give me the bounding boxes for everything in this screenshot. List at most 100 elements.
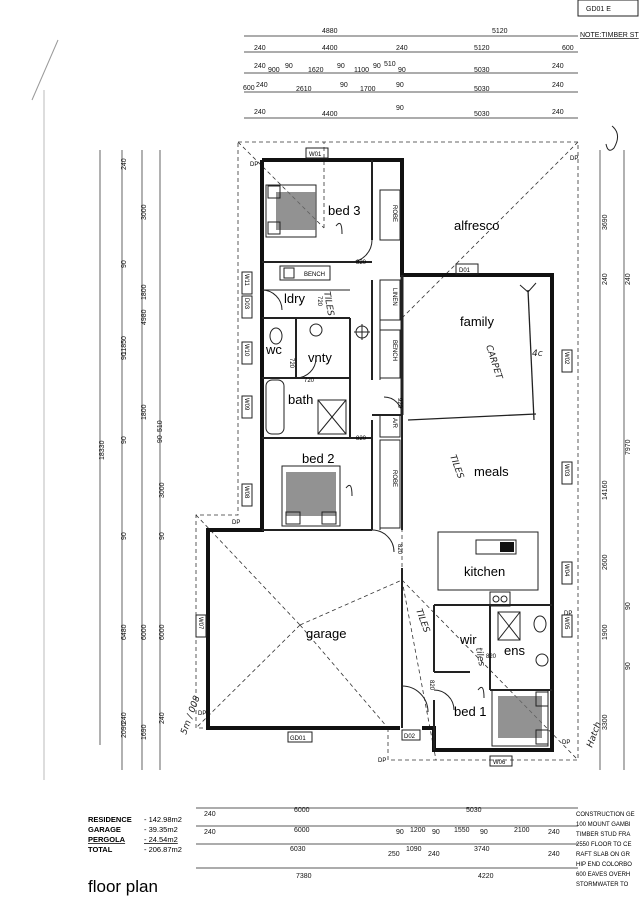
- window-gd01: GD01: [290, 736, 306, 742]
- dim-right-7: 240: [602, 273, 609, 285]
- roof-outline: [195, 141, 579, 761]
- area-value-total: - 206.87m2: [144, 845, 182, 854]
- opening-widths: 820 720 720 720 920 820 820 820 820: [288, 260, 497, 691]
- area-schedule: RESIDENCE - 142.98m2 GARAGE - 39.35m2 PE…: [88, 815, 182, 854]
- bed-2-furniture: [281, 465, 341, 527]
- note-2: 100 MOUNT GAMBI: [576, 822, 631, 828]
- dim-bot-2d: 1200: [410, 827, 426, 834]
- bathtub: [265, 379, 285, 435]
- dim-bot-2g: 90: [480, 829, 488, 836]
- dim-left-edge-1: 240: [121, 158, 128, 170]
- robe-box-1: [379, 189, 401, 241]
- ens-cooktop: [489, 591, 511, 607]
- dim-top-3f: 1100: [354, 67, 369, 74]
- dim-left-in-7: 90: [159, 532, 166, 540]
- window-w02: W02: [563, 352, 569, 365]
- ens-shower: [497, 611, 521, 641]
- dim-top-4d: 90: [340, 82, 348, 89]
- area-value-garage: - 39.35m2: [144, 825, 178, 834]
- dim-top-4a: 600: [243, 85, 255, 92]
- construction-notes: CONSTRUCTION GE 100 MOUNT GAMBI TIMBER S…: [576, 812, 635, 888]
- dim-left-in-4: 90: [157, 435, 164, 443]
- dim-top-1b: 5120: [492, 28, 508, 35]
- opening-5: 920: [396, 398, 402, 409]
- room-meals: meals: [474, 464, 509, 479]
- note-1: CONSTRUCTION GE: [576, 812, 635, 818]
- bench-box: [379, 329, 401, 379]
- note-tiles-meals: TILES: [447, 454, 465, 481]
- note-8: STORMWATER TO: [576, 882, 629, 888]
- area-value-pergola: - 24.54m2: [144, 835, 178, 844]
- dp-6: DP: [562, 740, 570, 746]
- dim-top-4f: 90: [396, 82, 404, 89]
- ens-basin: [535, 653, 549, 667]
- dim-top-5b: 4400: [322, 111, 338, 118]
- dim-left-mid-3: 1690: [141, 724, 148, 740]
- dim-left-in-2: 1800: [141, 284, 148, 300]
- label-linen: LINEN: [391, 288, 397, 306]
- dim-left-edge-2: 90: [121, 260, 128, 268]
- dim-top-5e: 240: [552, 109, 564, 116]
- dp-5: DP: [378, 758, 386, 764]
- window-w10: W10: [243, 344, 249, 357]
- kitchen-bench: [437, 531, 539, 591]
- dim-left-in-3: 1800: [141, 404, 148, 420]
- window-w07: W07: [197, 617, 203, 630]
- shower: [317, 399, 347, 435]
- laundry-bench: [279, 265, 331, 281]
- dim-top-5a: 240: [254, 109, 266, 116]
- room-bed1: bed 1: [454, 704, 487, 719]
- dim-left-edge-5: 90: [121, 532, 128, 540]
- dim-bot-3e: 3740: [474, 846, 490, 853]
- dim-left-outer-1: 11850: [121, 336, 128, 355]
- drawing-title: floor plan: [88, 877, 158, 896]
- dim-top-3d: 1620: [308, 67, 324, 74]
- note-tiles-wir: tiles: [473, 647, 486, 668]
- dim-right-9: 90: [625, 602, 632, 610]
- room-labels: bed 3 alfresco ldry family wc vnty bath …: [265, 203, 525, 719]
- room-ens: ens: [504, 643, 525, 658]
- note-carpet: CARPET: [483, 344, 504, 382]
- label-bench-vnty: BENCH: [391, 340, 397, 361]
- dim-top-2e: 600: [562, 45, 574, 52]
- dim-top-3b: 900: [268, 67, 280, 74]
- dim-bot-1c: 5030: [466, 807, 482, 814]
- dim-right-5: 1900: [602, 624, 609, 640]
- dim-bot-3d: 240: [428, 851, 440, 858]
- dim-top-3i: 90: [398, 67, 406, 74]
- dim-bot-2i: 240: [548, 829, 560, 836]
- timber-note: NOTE:TIMBER ST: [580, 32, 639, 39]
- dp-7: DP: [564, 611, 572, 617]
- window-tags: W01 W11 D03 W10 W09 W08 W07 D01 W02 W03 …: [195, 147, 573, 767]
- dim-left-in-8: 6000: [159, 624, 166, 640]
- dim-top-4c: 2610: [296, 86, 312, 93]
- dim-top-3h: 510: [384, 61, 396, 68]
- dim-left-in-1: 3000: [141, 204, 148, 220]
- ref-box-text: GD01 E: [586, 6, 611, 13]
- dim-top-4h: 240: [552, 82, 564, 89]
- opening-9: 820: [486, 654, 497, 660]
- area-label-residence: RESIDENCE: [88, 815, 132, 824]
- room-family: family: [460, 314, 494, 329]
- room-kitchen: kitchen: [464, 564, 505, 579]
- window-w05: W05: [563, 617, 569, 630]
- dim-bot-3f: 240: [548, 851, 560, 858]
- window-w11: W11: [243, 274, 249, 287]
- dim-top-3a: 240: [254, 63, 266, 70]
- dim-right-1: 3690: [602, 214, 609, 230]
- ref-box: [577, 0, 639, 17]
- window-d01: D01: [459, 268, 471, 274]
- dim-left-edge-3: 90: [121, 352, 128, 360]
- dim-top-5d: 5030: [474, 111, 490, 118]
- label-bench-laundry: BENCH: [304, 272, 325, 278]
- downpipe-markers: DP DP DP DP DP DP DP: [198, 156, 578, 764]
- bottom-dimensions: 240 6000 5030 240 6000 90 1200 90 1550 9…: [196, 807, 578, 880]
- room-bath: bath: [288, 392, 313, 407]
- dim-bot-2f: 1550: [454, 827, 470, 834]
- dim-left-outer-3: 6480: [121, 624, 128, 640]
- dim-top-3e: 90: [337, 63, 345, 70]
- dp-1: DP: [250, 162, 258, 168]
- dim-top-3j: 5030: [474, 67, 490, 74]
- window-w08: W08: [243, 486, 249, 499]
